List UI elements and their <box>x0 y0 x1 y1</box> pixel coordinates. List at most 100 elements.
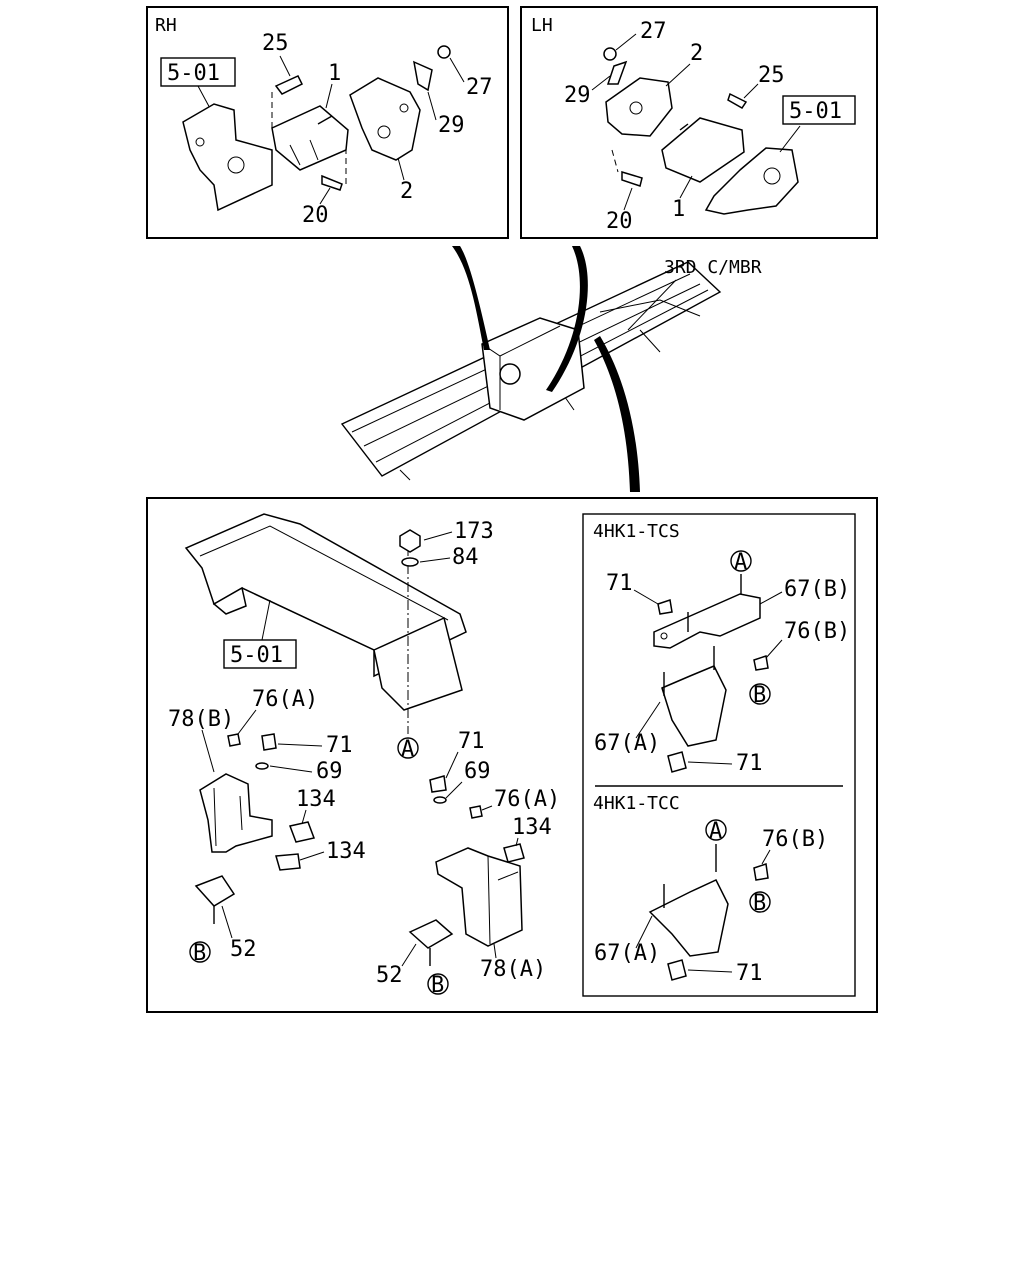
main-callout-173: 173 <box>454 519 494 544</box>
main-callout-b-left: B <box>193 941 206 966</box>
tcs-subpanel: 4HK1-TCS A B 71 67(B) 76(B) 67(A) 71 <box>582 513 856 997</box>
main-circle-a <box>397 737 419 759</box>
lh-nut-27 <box>603 47 617 61</box>
tcs-callout-b: B <box>753 683 766 708</box>
washer-69-right <box>433 796 447 804</box>
main-callout-71-left: 71 <box>326 733 353 758</box>
rh-callout-25: 25 <box>262 31 289 56</box>
rh-callout-29: 29 <box>438 113 465 138</box>
rh-bracket-2 <box>349 77 421 161</box>
left-circle-b <box>189 941 211 963</box>
lh-callout-25: 25 <box>758 63 785 88</box>
nut-173 <box>399 529 421 553</box>
rh-mount-insulator <box>271 105 349 171</box>
lh-ref-box <box>782 95 856 125</box>
tcs-bracket-67a <box>661 665 727 747</box>
chassis-overview: 3RD C/MBR <box>340 246 762 492</box>
lh-mount-insulator <box>661 117 745 183</box>
rh-panel: RH 5-01 25 1 27 29 2 <box>146 6 509 239</box>
lh-ref-label: 5-01 <box>789 99 842 124</box>
rh-washer-29 <box>413 60 433 92</box>
tcs-plate-67b <box>653 593 761 649</box>
tcc-bolt-76b <box>753 863 769 881</box>
rh-frame-hole-small <box>195 137 205 147</box>
main-callout-b-right: B <box>431 973 444 998</box>
nut-71-left <box>261 733 277 751</box>
main-callout-134-right: 134 <box>512 815 552 840</box>
tcc-circle-a <box>705 819 727 841</box>
bracket-78b <box>199 773 273 853</box>
lh-panel-frame <box>520 6 878 239</box>
lh-bolt-20 <box>621 170 643 187</box>
lh-panel-title: LH <box>531 15 553 36</box>
bolt-134-right <box>503 843 525 863</box>
engine-block <box>481 317 585 421</box>
lh-callout-20: 20 <box>606 209 633 234</box>
rh-bolt-20 <box>321 174 343 191</box>
main-callout-76a-left: 76(A) <box>252 687 318 712</box>
tcc-callout-76b: 76(B) <box>762 827 828 852</box>
bracket-78a <box>435 847 523 947</box>
rh-callout-1: 1 <box>328 61 341 86</box>
rh-panel-title: RH <box>155 15 177 36</box>
rh-panel-frame <box>146 6 509 239</box>
tcs-nut-71-bottom <box>667 751 687 773</box>
main-callout-84: 84 <box>452 545 479 570</box>
tcc-callout-b: B <box>753 891 766 916</box>
main-ref-label: 5-01 <box>230 643 283 668</box>
crossmember-leg <box>373 616 463 711</box>
main-callout-76a-right: 76(A) <box>494 787 560 812</box>
nut-71-right <box>429 775 447 793</box>
tcs-callout-67b: 67(B) <box>784 577 850 602</box>
tcc-title: 4HK1-TCC <box>593 793 680 814</box>
tcc-callout-a: A <box>709 819 722 844</box>
tcs-callout-67a: 67(A) <box>594 731 660 756</box>
tcs-callout-71-top: 71 <box>606 571 633 596</box>
tcc-circle-b <box>749 891 771 913</box>
lh-callout-1: 1 <box>672 197 685 222</box>
tcs-title: 4HK1-TCS <box>593 521 680 542</box>
lh-washer-29 <box>606 60 628 85</box>
tcs-circle-a <box>730 550 752 572</box>
lh-frame-bracket <box>704 147 799 215</box>
rh-callout-27: 27 <box>466 75 493 100</box>
main-callout-78a: 78(A) <box>480 957 546 982</box>
main-callout-a: A <box>401 737 414 762</box>
bolt-134-left-bottom <box>275 853 301 871</box>
tcc-callout-67a: 67(A) <box>594 941 660 966</box>
rh-frame-bracket <box>182 103 273 212</box>
washer-84 <box>401 557 419 567</box>
main-callout-69-left: 69 <box>316 759 343 784</box>
tcs-bolt-76b <box>753 655 769 671</box>
main-callout-78b: 78(B) <box>168 707 234 732</box>
main-panel: 5-01 173 84 A 78(B) 76(A) 71 69 134 134 <box>146 497 878 1013</box>
main-callout-134-left-top: 134 <box>296 787 336 812</box>
crossmember-label: 3RD C/MBR <box>664 257 762 278</box>
tcs-nut-71-top <box>657 599 673 615</box>
lh-bracket-2 <box>605 77 673 137</box>
main-callout-52-right: 52 <box>376 963 403 988</box>
insulator-52-right <box>408 919 454 949</box>
rh-callout-20: 20 <box>302 203 329 228</box>
tcc-subpanel: 4HK1-TCC A B 76(B) 67(A) 71 <box>593 793 828 986</box>
rh-bolt-25 <box>274 75 304 95</box>
tcs-callout-a: A <box>734 550 747 575</box>
rh-frame-hole <box>227 156 245 174</box>
chassis-frame-outline <box>340 261 722 477</box>
tcs-tcc-frame <box>582 513 856 997</box>
main-callout-134-left-bottom: 134 <box>326 839 366 864</box>
tcc-bracket-67a <box>648 879 729 957</box>
main-panel-frame <box>146 497 878 1013</box>
lh-bolt-25 <box>727 92 748 109</box>
rh-callout-2: 2 <box>400 179 413 204</box>
third-crossmember <box>184 513 467 678</box>
main-callout-71-right: 71 <box>458 729 485 754</box>
washer-69-left <box>255 762 269 770</box>
lh-callout-29: 29 <box>564 83 591 108</box>
right-circle-b <box>427 973 449 995</box>
tcc-callout-71: 71 <box>736 961 763 986</box>
main-callout-69-right: 69 <box>464 759 491 784</box>
tcs-circle-b <box>749 683 771 705</box>
lh-panel: LH 5-01 27 2 29 25 20 1 <box>520 6 878 239</box>
